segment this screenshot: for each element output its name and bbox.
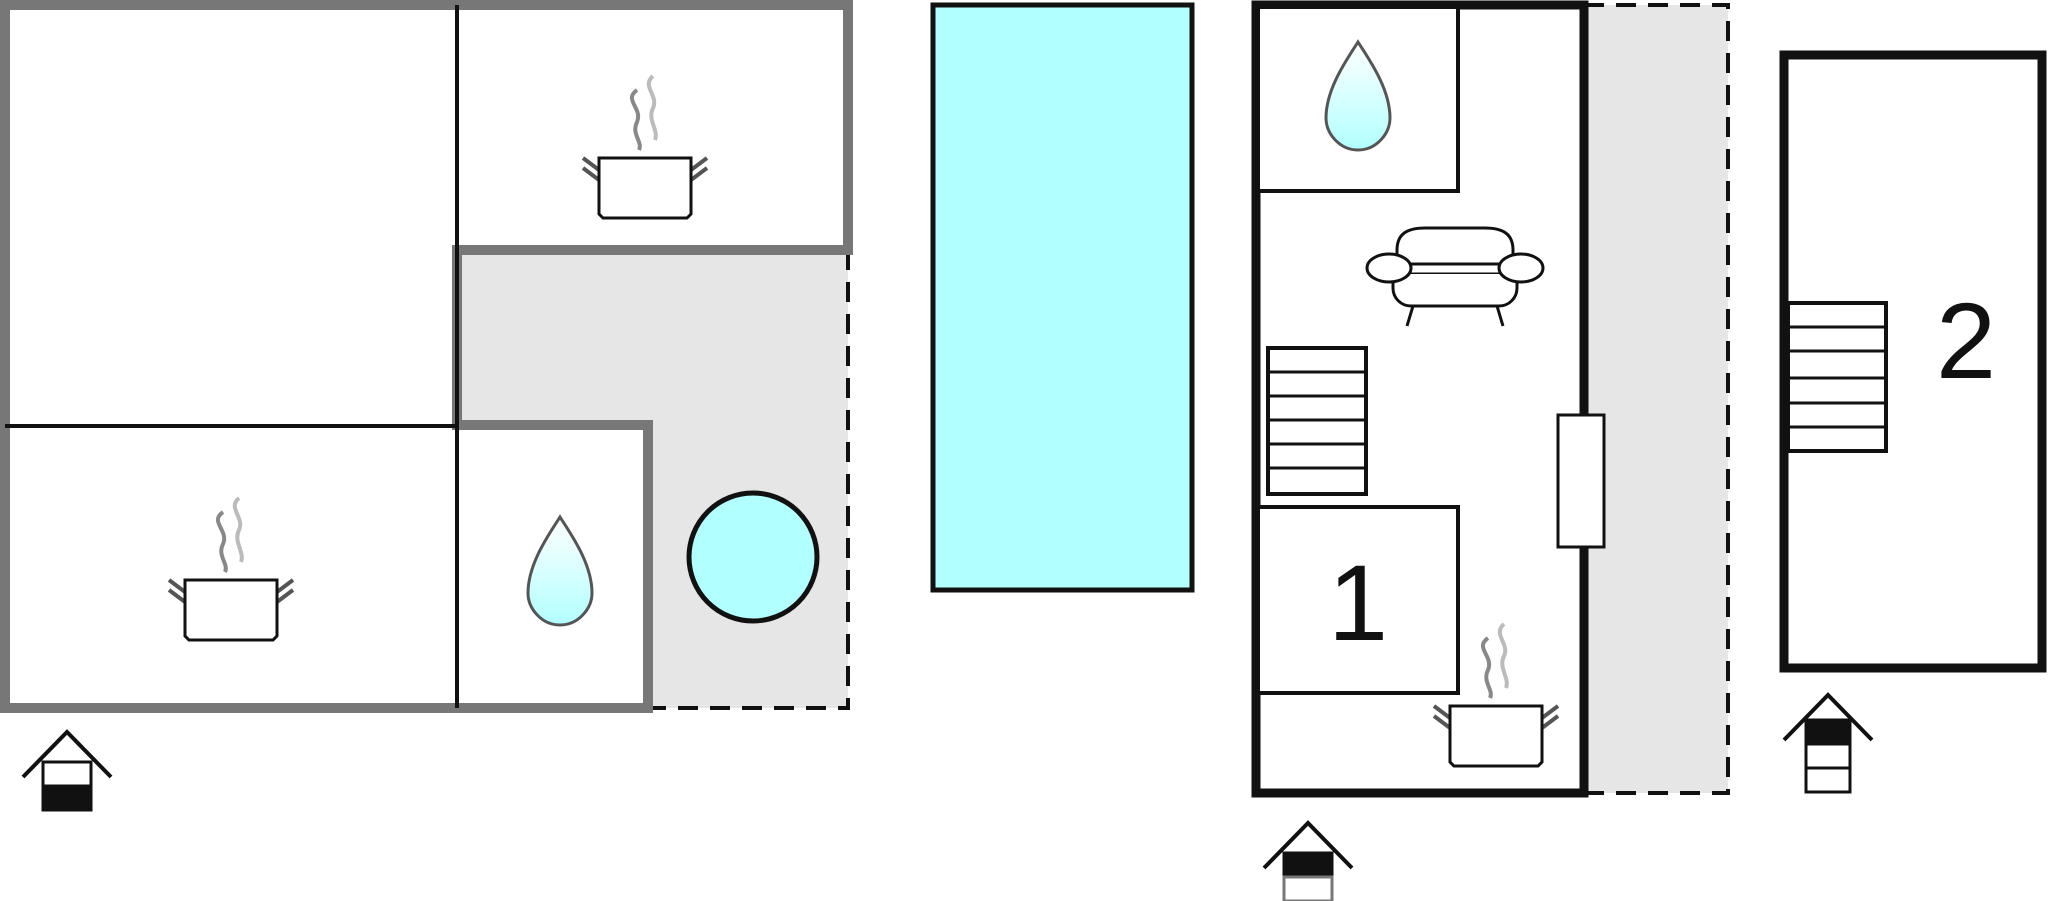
stairs-icon [1266, 346, 1368, 496]
kitchen-pot-icon [167, 496, 295, 642]
building-floor-1: 1 [1251, 0, 1730, 901]
house-level-icon [1262, 820, 1354, 901]
house-level-icon [1782, 692, 1874, 794]
water-drop-icon [526, 515, 594, 627]
door [1556, 413, 1606, 549]
building-left [0, 0, 853, 812]
hot-tub-circle [686, 490, 820, 624]
floor-label-1: 1 [1328, 542, 1388, 663]
kitchen-pot-icon [581, 74, 709, 220]
terrace-area-right [1584, 5, 1728, 793]
house-level-icon [21, 729, 113, 812]
stairs-icon [1786, 301, 1888, 453]
swimming-pool [930, 2, 1195, 593]
building-floor-2: 2 [1779, 50, 2047, 794]
floor-label-2: 2 [1936, 280, 1996, 401]
sofa-icon [1365, 226, 1545, 327]
